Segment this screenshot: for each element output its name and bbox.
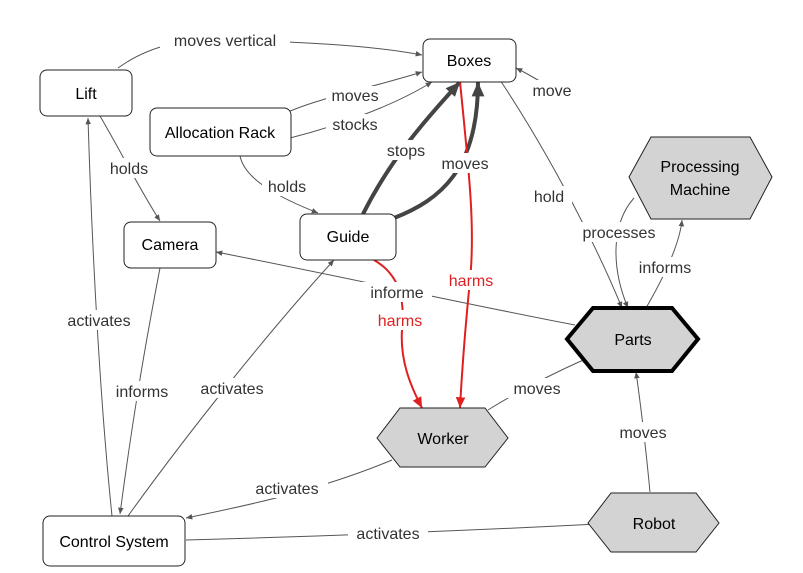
edge-label-processes: processes bbox=[583, 225, 656, 242]
edge-label-moves-vertical: moves vertical bbox=[174, 33, 276, 50]
edge-label-control-robot-activates: activates bbox=[356, 526, 419, 543]
edge-label-control-guide-activates: activates bbox=[200, 381, 263, 398]
node-lift-label: Lift bbox=[75, 86, 97, 103]
node-guide-label: Guide bbox=[327, 229, 370, 246]
edge-label-robot-moves: moves bbox=[619, 425, 666, 442]
edge-label-informe: informe bbox=[370, 285, 423, 302]
node-processing-machine-label-2: Machine bbox=[670, 182, 731, 199]
node-parts[interactable]: Parts bbox=[564, 306, 701, 373]
node-lift[interactable]: Lift bbox=[39, 69, 133, 117]
nodes: Lift Boxes Allocation Rack Camera Guide … bbox=[39, 38, 773, 567]
edge-label-rack-moves: moves bbox=[331, 88, 378, 105]
node-robot-label: Robot bbox=[633, 516, 676, 533]
node-boxes[interactable]: Boxes bbox=[422, 38, 517, 83]
node-boxes-label: Boxes bbox=[447, 53, 491, 70]
node-processing-machine[interactable]: Processing Machine bbox=[628, 136, 773, 220]
node-camera-label: Camera bbox=[142, 237, 199, 254]
node-worker[interactable]: Worker bbox=[376, 407, 509, 468]
edge-label-rack-holds: holds bbox=[268, 179, 306, 196]
node-worker-label: Worker bbox=[417, 431, 469, 448]
edge-label-boxes-harms: harms bbox=[449, 273, 493, 290]
node-allocation-rack[interactable]: Allocation Rack bbox=[149, 107, 292, 157]
node-control-system[interactable]: Control System bbox=[42, 515, 186, 567]
edge-label-parts-informs: informs bbox=[639, 260, 691, 277]
edge-label-rack-stocks: stocks bbox=[332, 117, 377, 134]
edge-label-worker-activates: activates bbox=[255, 481, 318, 498]
node-camera[interactable]: Camera bbox=[123, 221, 217, 269]
edge-guide-boxes-moves bbox=[393, 81, 485, 220]
edge-labels: moves vertical moves stocks move stops m… bbox=[58, 30, 699, 544]
edge-label-control-lift-activates: activates bbox=[67, 313, 130, 330]
node-control-system-label: Control System bbox=[59, 534, 168, 551]
edge-camera-control-informs bbox=[118, 267, 161, 515]
edge-machine-parts-processes bbox=[615, 197, 635, 309]
edge-label-lift-holds: holds bbox=[110, 161, 148, 178]
node-parts-label: Parts bbox=[614, 332, 651, 349]
node-robot[interactable]: Robot bbox=[587, 492, 720, 553]
edge-label-move: move bbox=[532, 83, 571, 100]
edge-label-hold: hold bbox=[534, 189, 564, 206]
edge-label-guide-moves: moves bbox=[441, 156, 488, 173]
node-allocation-rack-label: Allocation Rack bbox=[165, 125, 276, 142]
node-guide[interactable]: Guide bbox=[299, 213, 397, 261]
edge-label-camera-informs: informs bbox=[116, 384, 168, 401]
edge-label-worker-moves: moves bbox=[513, 381, 560, 398]
edge-label-guide-harms: harms bbox=[378, 313, 422, 330]
edge-label-stops: stops bbox=[387, 143, 425, 160]
node-processing-machine-label-1: Processing bbox=[660, 159, 739, 176]
edge-boxes-worker-harms bbox=[455, 81, 473, 409]
